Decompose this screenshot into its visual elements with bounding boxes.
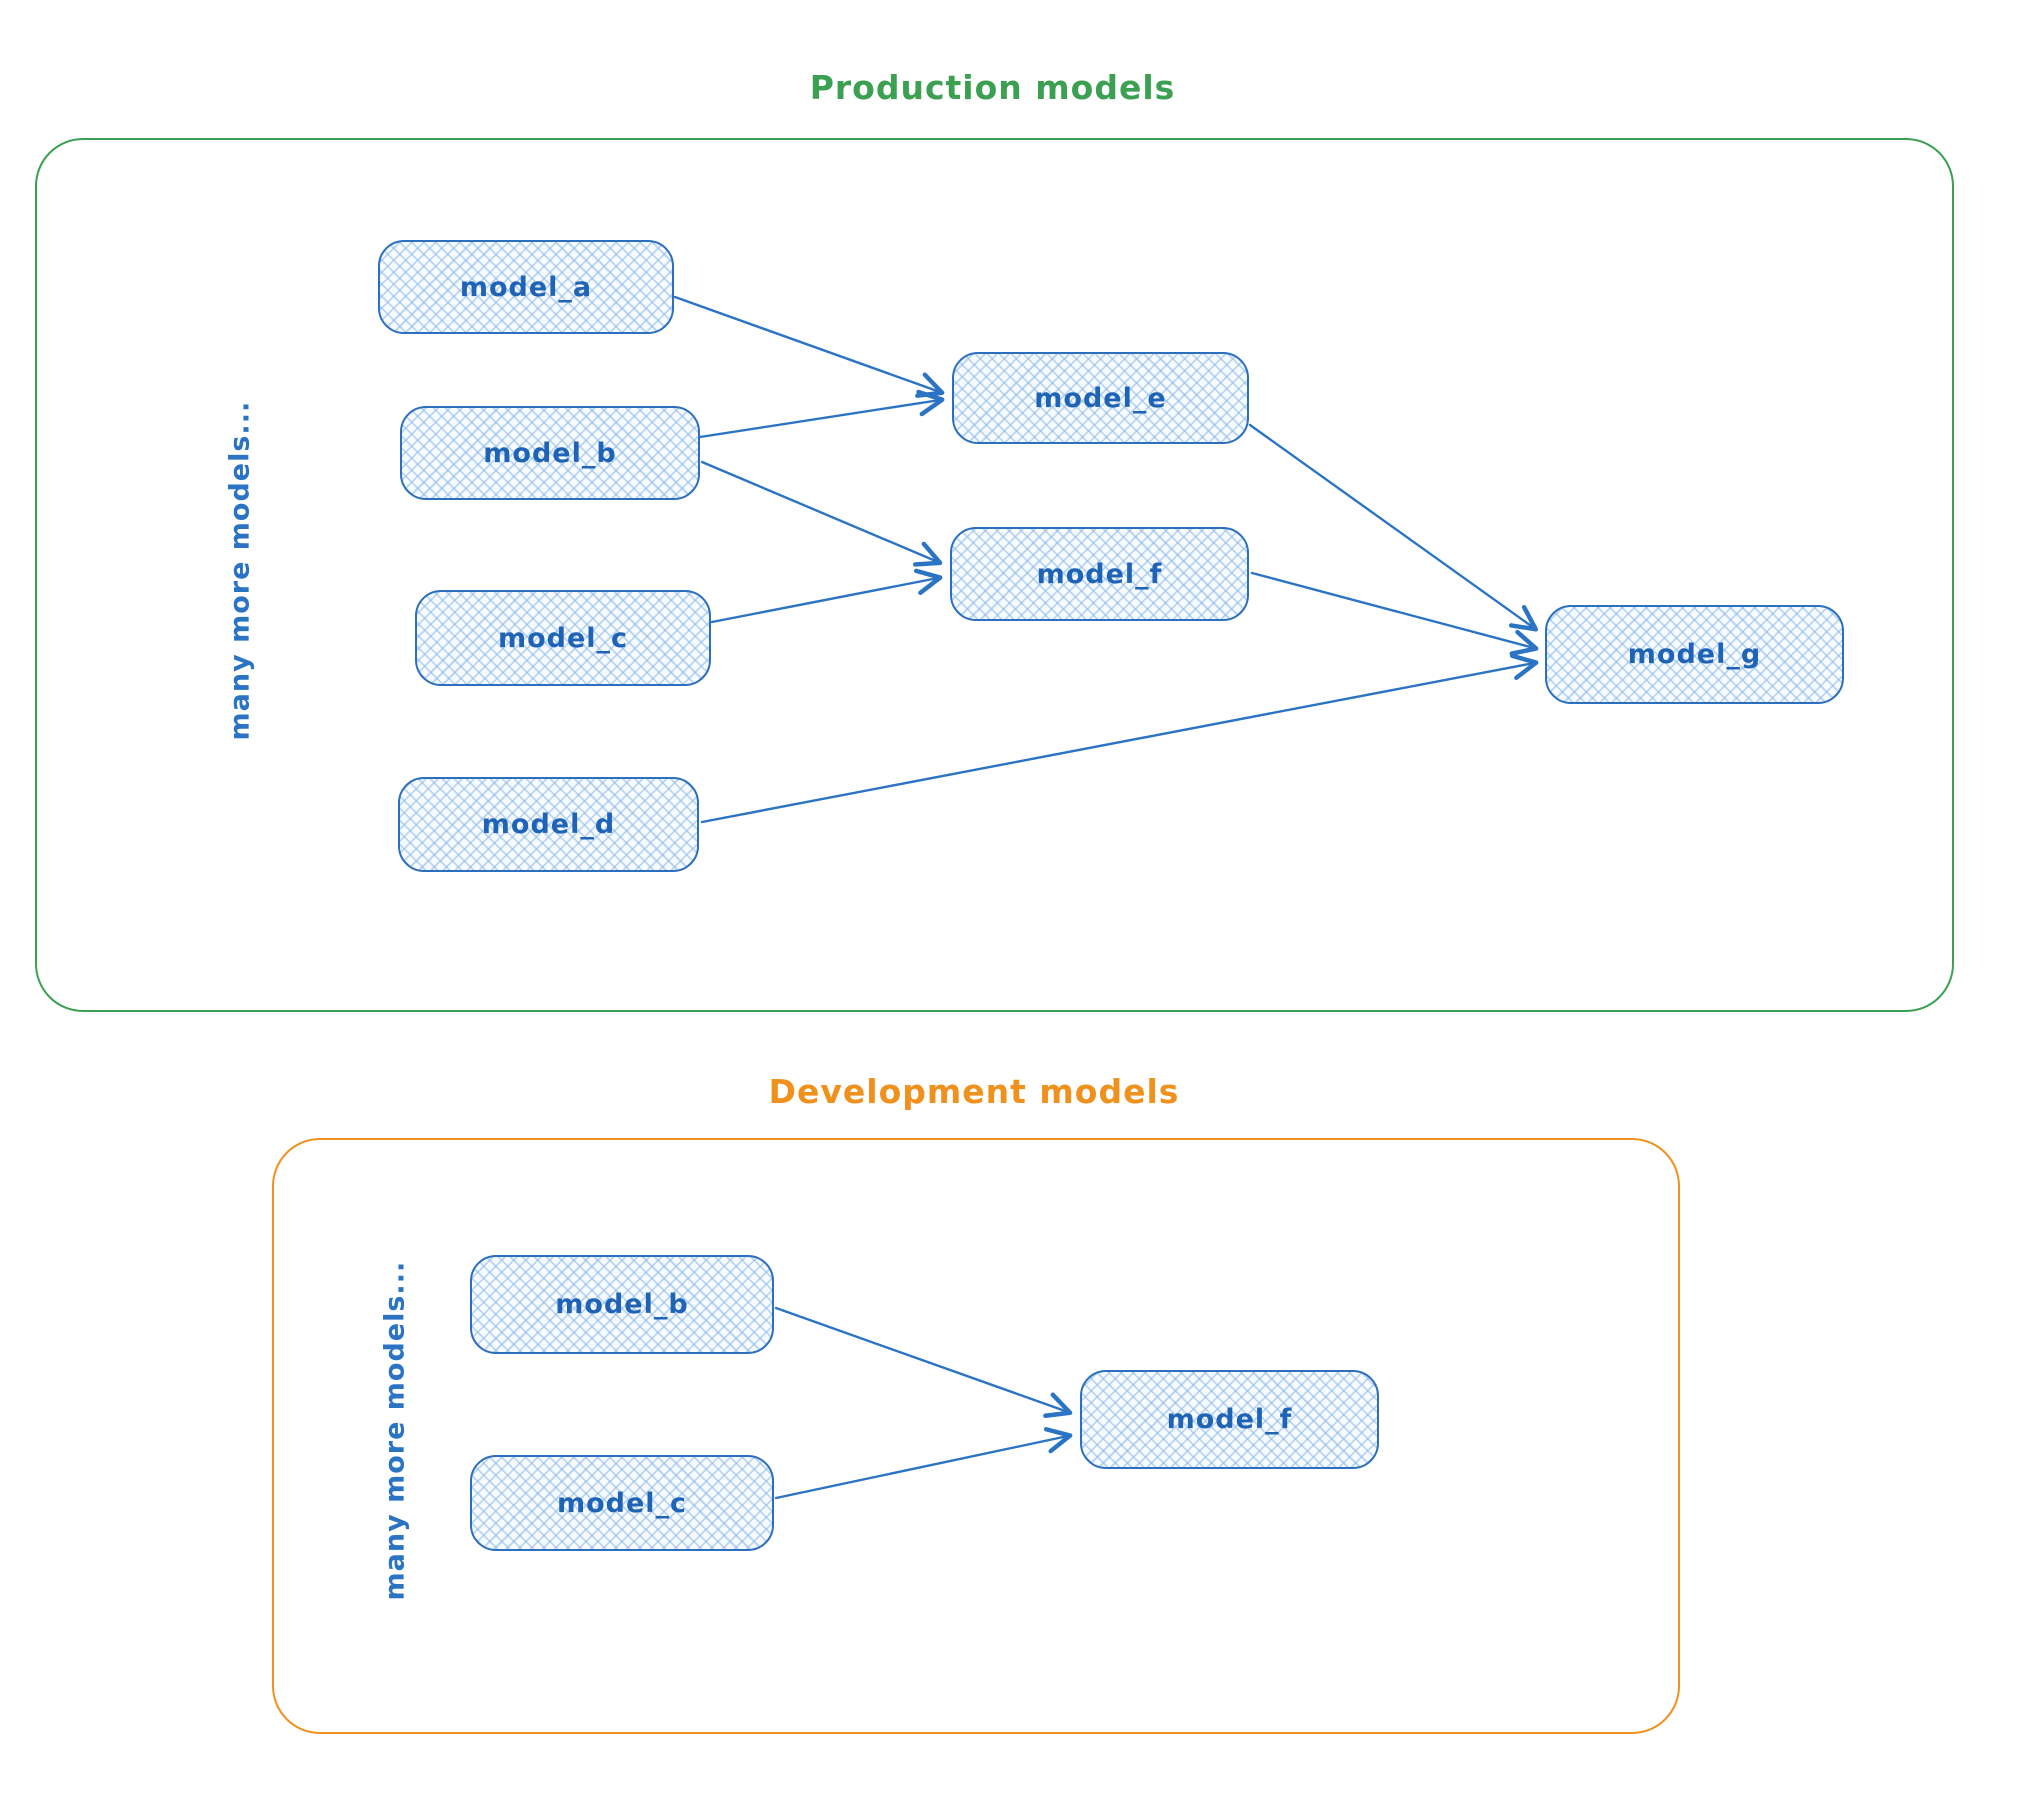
node-production-model-g: model_g — [1545, 605, 1844, 704]
development-section-container — [272, 1138, 1680, 1734]
node-production-model-b: model_b — [400, 406, 700, 500]
production-section-title: Production models — [809, 68, 1176, 107]
development-side-label: many more models... — [379, 1260, 411, 1601]
node-label: model_f — [1036, 558, 1163, 590]
node-production-model-f: model_f — [950, 527, 1249, 621]
node-development-model-f: model_f — [1080, 1370, 1379, 1469]
node-production-model-e: model_e — [952, 352, 1249, 444]
node-label: model_b — [555, 1289, 689, 1320]
node-label: model_g — [1627, 639, 1762, 670]
node-label: model_b — [483, 437, 617, 469]
node-label: model_e — [1034, 382, 1167, 414]
node-production-model-a: model_a — [378, 240, 674, 334]
node-development-model-c: model_c — [470, 1455, 774, 1551]
development-section-title: Development models — [768, 1072, 1180, 1111]
node-label: model_c — [556, 1487, 688, 1519]
production-side-label: many more models... — [224, 400, 256, 741]
node-production-model-c: model_c — [415, 590, 711, 686]
node-production-model-d: model_d — [398, 777, 699, 872]
node-development-model-b: model_b — [470, 1255, 774, 1354]
node-label: model_c — [497, 622, 629, 654]
node-label: model_d — [481, 809, 616, 840]
production-section-container — [35, 138, 1954, 1012]
node-label: model_f — [1166, 1404, 1293, 1435]
node-label: model_a — [459, 271, 593, 303]
